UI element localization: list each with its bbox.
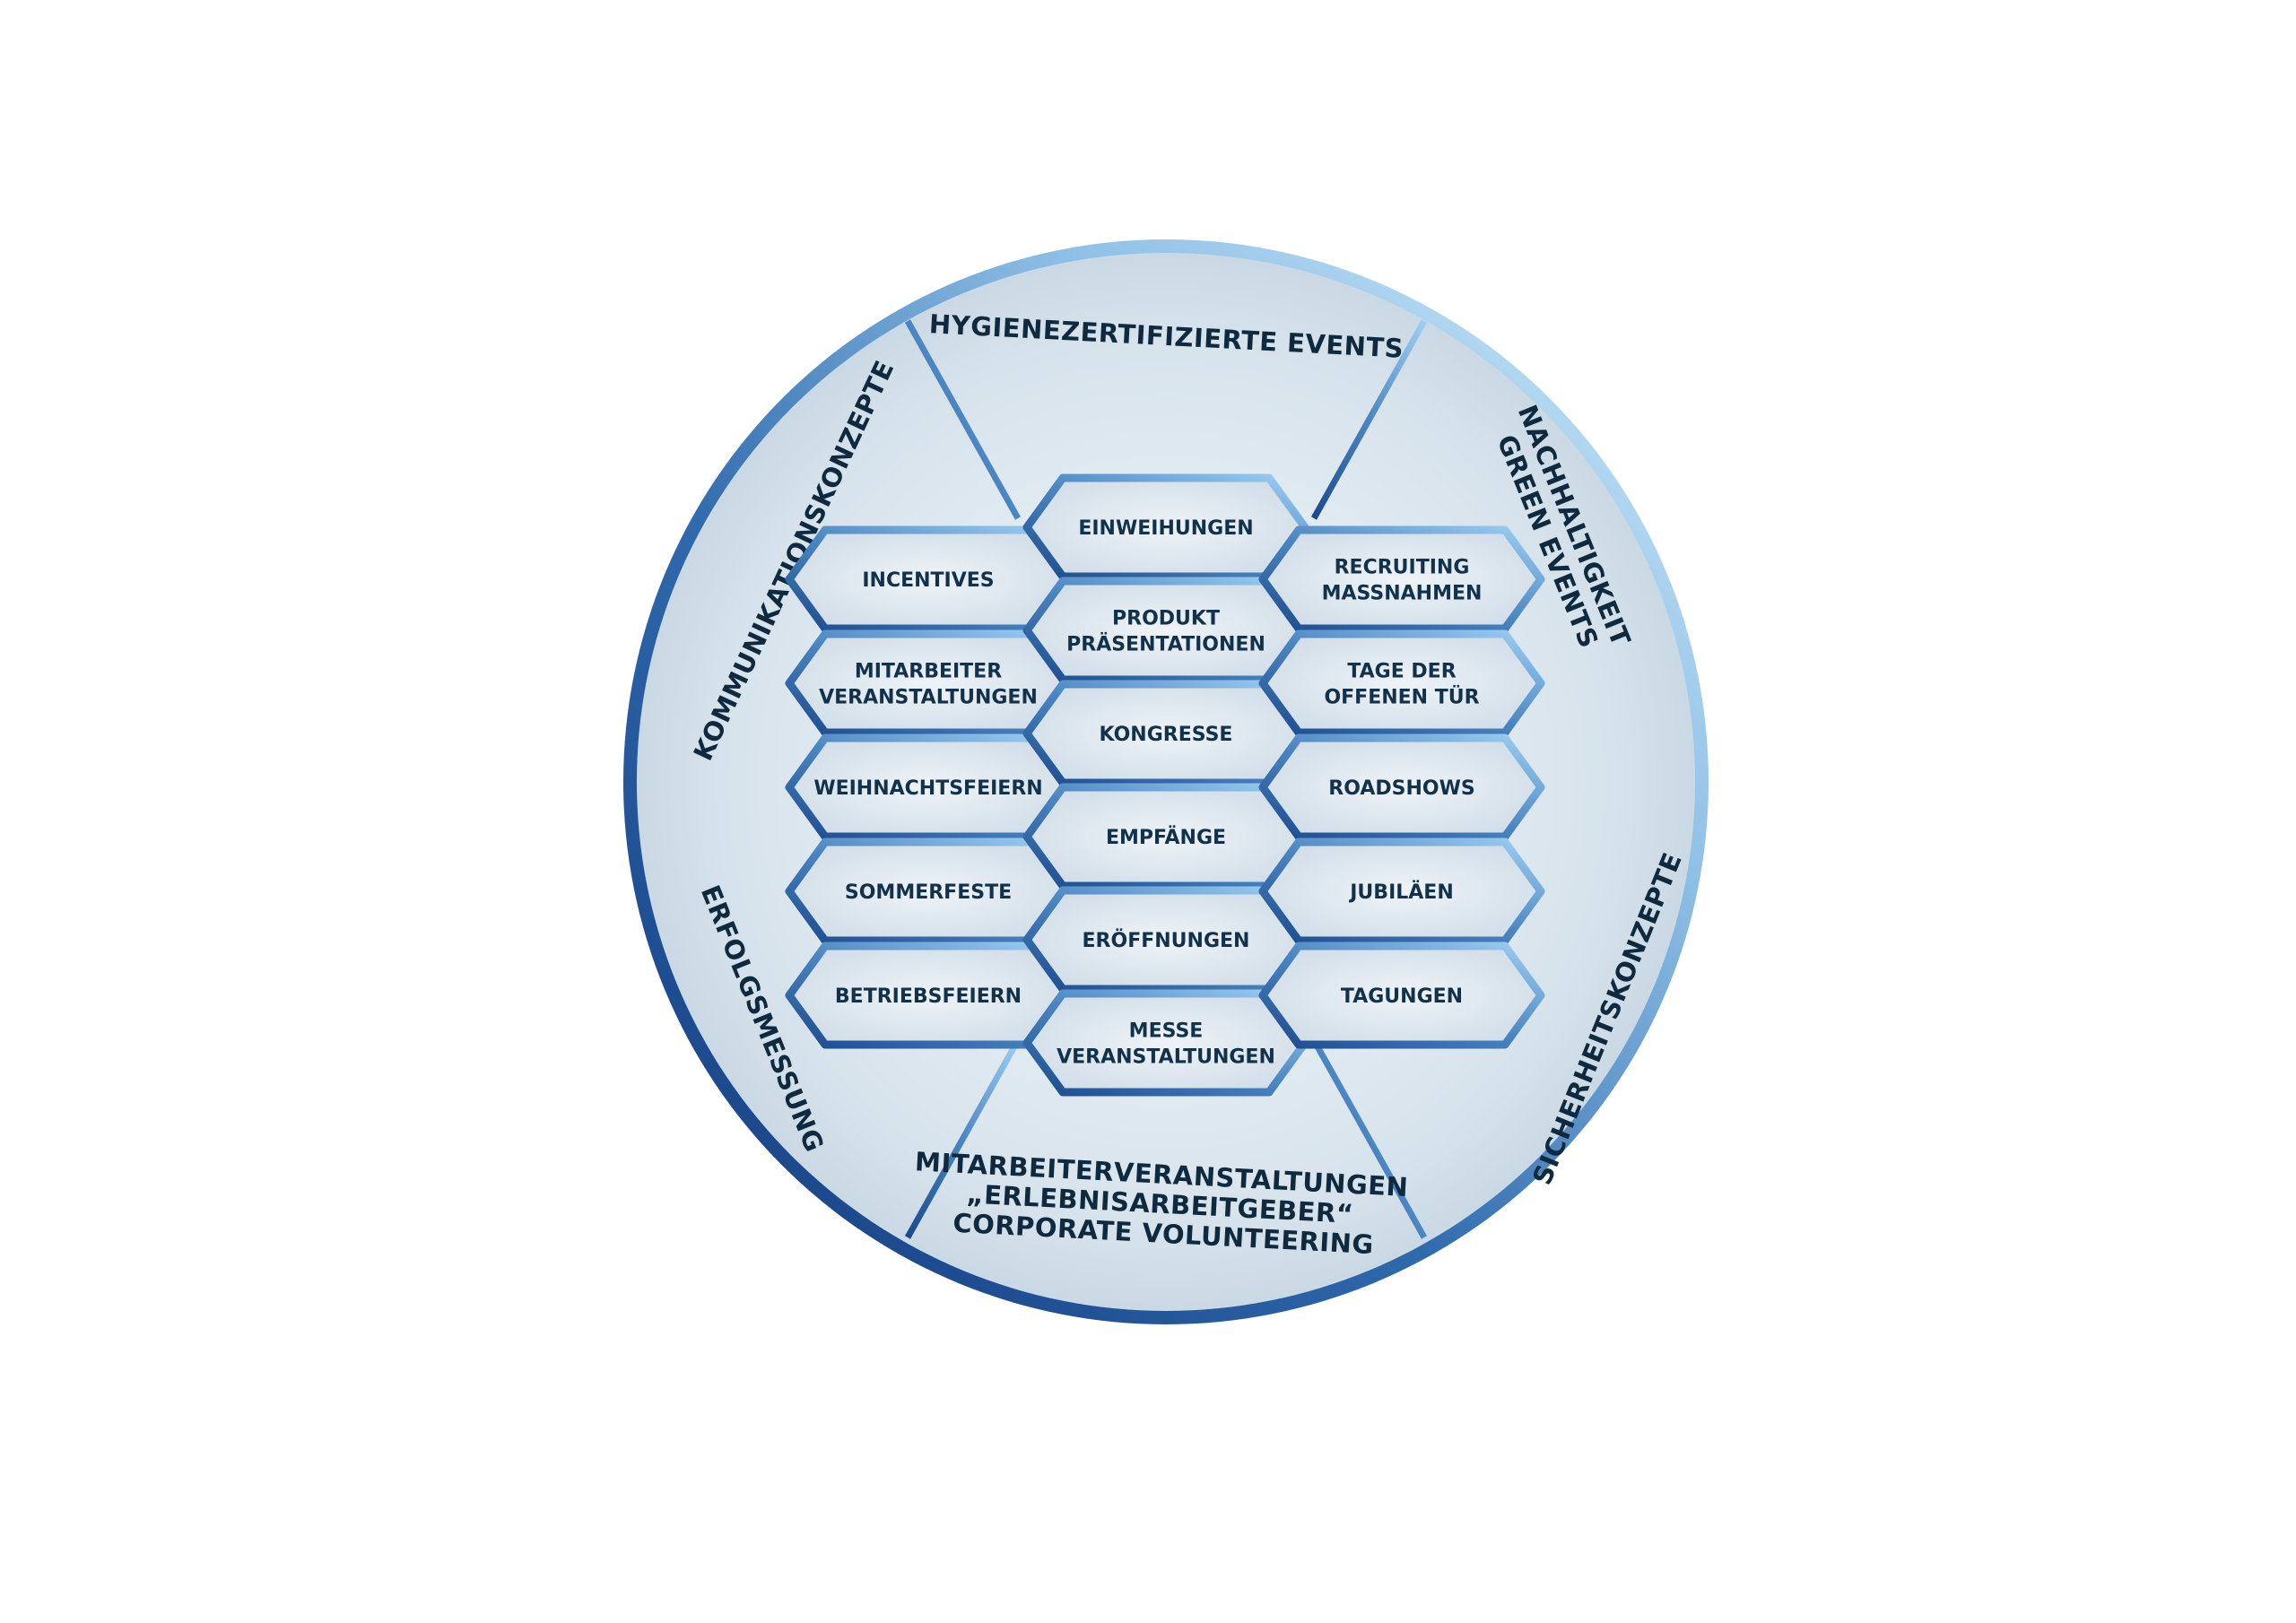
hexagon-right-3: JUBILÄEN [1258,838,1545,945]
hexagon-center-4: ERÖFFNUNGEN [1022,886,1309,994]
hexagon-label: SOMMERFESTE [845,881,1012,904]
hexagon-label: BETRIEBSFEIERN [835,985,1022,1008]
hexagon-left-2: WEIHNACHTSFEIERN [785,733,1072,841]
segment-label-bottom: MITARBEITERVERANSTALTUNGEN „ERLEBNISARBE… [911,1146,1419,1262]
hexagon-label: WEIHNACHTSFEIERN [813,777,1042,800]
hexagon-label: JUBILÄEN [1348,881,1454,904]
hexagon-label: INCENTIVES [862,569,994,592]
segment-dividers [637,319,1695,1239]
hexagon-right-4: TAGUNGEN [1258,942,1545,1049]
hexagon-label: ROADSHOWS [1328,777,1474,800]
hexagon-shape [1022,989,1309,1097]
hexagon-center-3: EMPFÄNGE [1022,783,1309,890]
hexagon-left-0: INCENTIVES [785,525,1072,633]
hexagon-shape [1022,577,1309,684]
hexagon-label: EINWEIHUNGEN [1078,517,1253,540]
hexagon-shape [785,629,1072,737]
hexagon-shape [1258,733,1545,841]
hexagon-label: ERÖFFNUNGEN [1083,929,1250,952]
hexagon-left-4: BETRIEBSFEIERN [785,942,1072,1049]
hexagon-label: KONGRESSE [1100,724,1233,746]
hexagon-shape [1258,838,1545,945]
hexagon-shape [1258,525,1545,633]
hexagon-center-2: KONGRESSE [1022,680,1309,787]
hexagon-label: TAGUNGEN [1341,985,1463,1008]
hexagon-shape [1258,629,1545,737]
hexagon-shape [1258,942,1545,1049]
hexagon-left-3: SOMMERFESTE [785,838,1072,945]
hexagon-right-2: ROADSHOWS [1258,733,1545,841]
hexagon-label: EMPFÄNGE [1106,826,1226,849]
hexagon-center-0: EINWEIHUNGEN [1022,473,1309,581]
